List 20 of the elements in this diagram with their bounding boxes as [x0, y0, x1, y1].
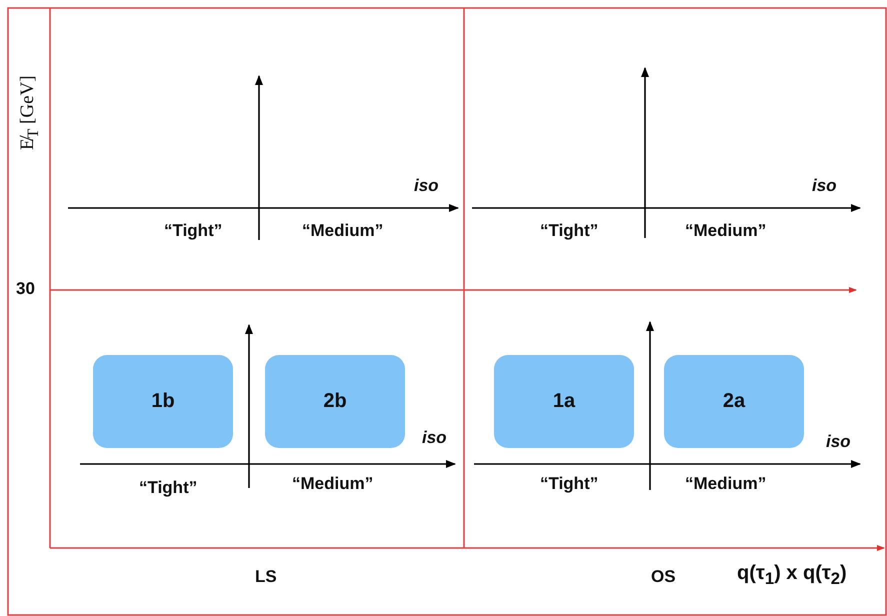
axis-label: iso — [812, 176, 837, 196]
axis-label: iso — [422, 428, 447, 448]
axis-label: iso — [826, 432, 851, 452]
tick-label: 30 — [16, 279, 35, 299]
region-box: 1a — [494, 355, 634, 448]
category-label: “Medium” — [292, 474, 374, 494]
region-label: OS — [651, 567, 676, 587]
category-label: “Tight” — [540, 221, 598, 241]
region-box: 1b — [93, 355, 233, 448]
axis-title: q(τ$_{1}$) x q(τ$_{2}$) — [737, 562, 847, 589]
category-label: “Tight” — [139, 478, 198, 498]
category-label: “Tight” — [540, 474, 598, 494]
axis-label: iso — [414, 176, 439, 196]
region-label: LS — [255, 567, 277, 587]
category-label: “Medium” — [685, 221, 766, 241]
category-label: “Medium” — [302, 221, 384, 241]
region-box: 2b — [265, 355, 405, 448]
category-label: “Tight” — [164, 221, 222, 241]
category-label: “Medium” — [685, 474, 766, 494]
region-box: 2a — [664, 355, 804, 448]
